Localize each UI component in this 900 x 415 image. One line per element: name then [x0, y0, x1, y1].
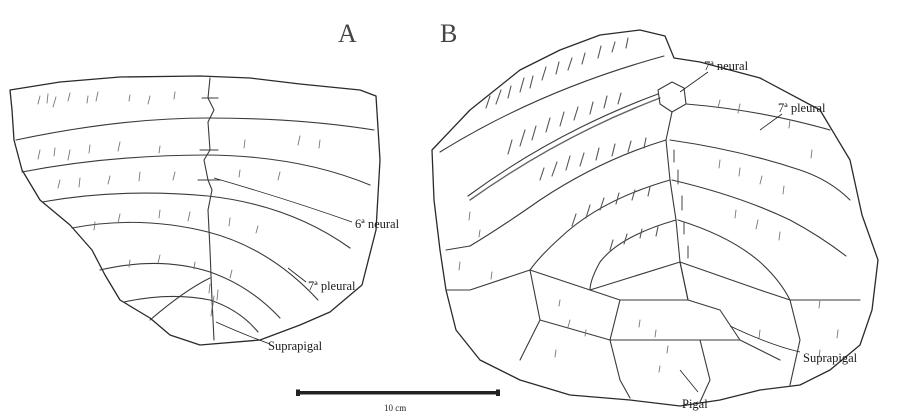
leader-pigal-b	[680, 370, 698, 392]
leader-7-pleural-b	[760, 114, 782, 130]
label-suprapigal-a: Suprapigal	[268, 339, 323, 353]
label-suprapigal-b: Suprapigal	[803, 351, 858, 365]
specimen-b-outline	[432, 30, 878, 406]
label-6-neural-a: 6ª neural	[355, 217, 400, 231]
scale-bar-label: 10 cm	[384, 403, 406, 413]
label-7-neural-b: 7ª neural	[704, 59, 749, 73]
label-7-pleural-b: 7ª pleural	[778, 101, 826, 115]
specimen-b	[432, 30, 878, 406]
leader-7-neural-b	[680, 72, 708, 92]
specimen-a-outline	[10, 76, 380, 345]
label-7-pleural-a: 7ª pleural	[308, 279, 356, 293]
scale-bar: 10 cm	[296, 390, 500, 414]
leader-suprapigal-a	[216, 322, 270, 344]
specimen-a	[10, 76, 380, 345]
neural-7-plate	[658, 82, 686, 112]
panel-label-b: B	[440, 19, 457, 48]
leader-suprapigal-b	[730, 326, 800, 352]
panel-label-a: A	[338, 19, 357, 48]
label-pigal-b: Pigal	[682, 397, 708, 411]
